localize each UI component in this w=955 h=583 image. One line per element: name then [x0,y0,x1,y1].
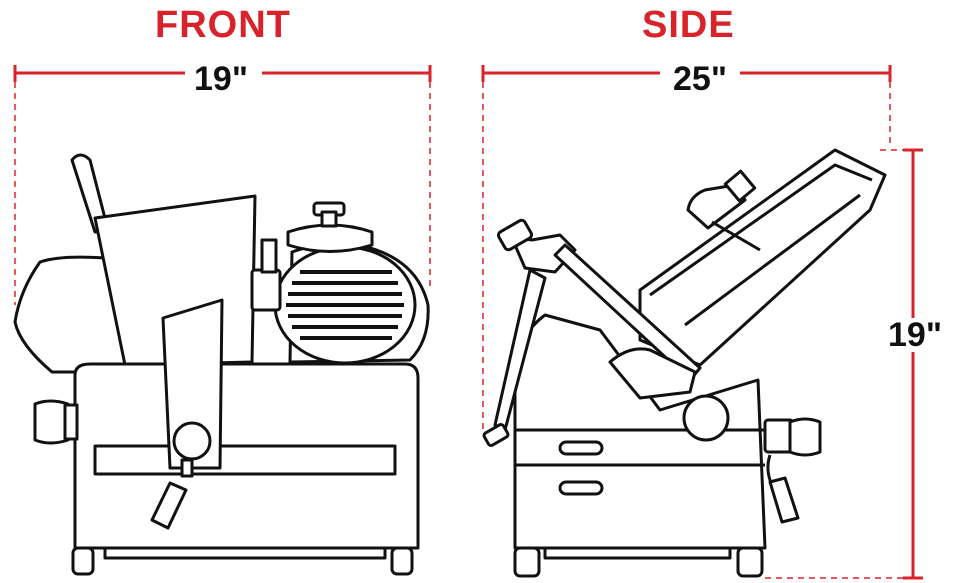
front-slicer [13,153,430,576]
side-width-dimension: 25" [667,62,733,96]
front-width-dimension: 19" [188,62,254,96]
front-view-title: FRONT [155,4,291,46]
side-slicer [482,148,887,578]
side-dimension-lines [481,65,923,580]
front-dimension-lines [13,65,432,305]
side-height-dimension: 19" [888,316,942,354]
side-view-title: SIDE [642,4,735,46]
